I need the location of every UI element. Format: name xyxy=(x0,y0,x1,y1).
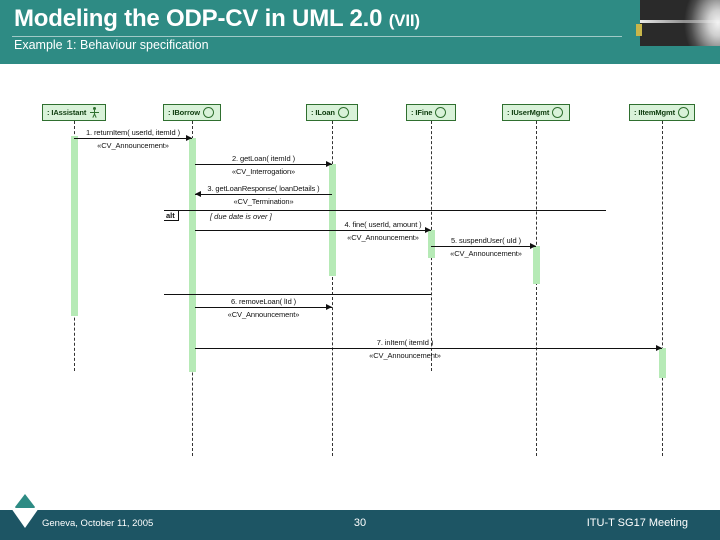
slide-header: Modeling the ODP-CV in UML 2.0 (VII) Exa… xyxy=(0,0,720,64)
message-label-6: 6. removeLoan( lId ) xyxy=(230,297,297,306)
message-stereotype-6: «CV_Announcement» xyxy=(227,310,300,319)
lifeline-head-iitemmgmt[interactable]: : IItemMgmt xyxy=(629,104,695,121)
interface-circle-icon xyxy=(337,107,349,118)
slide-footer: Geneva, October 11, 2005 30 ITU-T SG17 M… xyxy=(0,510,720,540)
activation-bar-iloan xyxy=(328,164,336,276)
interface-circle-icon xyxy=(552,107,564,118)
lifeline-head-iborrow[interactable]: : IBorrow xyxy=(163,104,221,121)
lifeline-iusermgmt xyxy=(536,121,537,456)
message-arrowhead-1 xyxy=(186,134,192,141)
sequence-diagram-canvas: : IAssistant : IBorrow : ILoan : IFine :… xyxy=(0,64,720,488)
message-arrow-2 xyxy=(195,164,332,165)
header-image-glint xyxy=(640,20,720,23)
footer-meeting-name: ITU-T SG17 Meeting xyxy=(586,517,688,529)
message-arrowhead-6 xyxy=(326,303,332,310)
interface-circle-icon xyxy=(677,107,689,118)
message-stereotype-7: «CV_Announcement» xyxy=(369,351,441,360)
message-stereotype-1: «CV_Announcement» xyxy=(97,141,169,150)
message-arrowhead-3 xyxy=(195,190,201,197)
activation-bar-iusermgmt xyxy=(532,246,540,284)
fragment-operator-alt: alt xyxy=(164,211,179,221)
message-arrowhead-4 xyxy=(425,226,431,233)
fragment-separator-border xyxy=(164,294,431,295)
logo-diamond-cutout xyxy=(11,508,39,528)
lifeline-label: : IAssistant xyxy=(47,108,87,117)
lifeline-label: : IFine xyxy=(411,108,433,117)
message-arrow-7 xyxy=(195,348,662,349)
header-background xyxy=(0,0,640,64)
lifeline-head-iloan[interactable]: : ILoan xyxy=(306,104,358,121)
message-arrow-1 xyxy=(74,138,192,139)
lifeline-iitemmgmt xyxy=(662,121,663,456)
lifeline-label: : IUserMgmt xyxy=(507,108,550,117)
lifeline-label: : IItemMgmt xyxy=(634,108,675,117)
message-stereotype-5: «CV_Announcement» xyxy=(450,249,522,258)
page-title: Modeling the ODP-CV in UML 2.0 (VII) xyxy=(14,5,420,33)
message-arrowhead-2 xyxy=(326,160,332,167)
page-title-main: Modeling the ODP-CV in UML 2.0 xyxy=(14,5,383,32)
itu-diamond-logo xyxy=(11,494,39,534)
header-accent-mark xyxy=(636,24,642,36)
interface-circle-icon xyxy=(203,107,215,118)
message-label-1: 1. returnItem( userId, itemId ) xyxy=(85,128,181,137)
footer-page-number: 30 xyxy=(353,517,367,529)
message-label-5: 5. suspendUser( uId ) xyxy=(450,236,522,245)
header-divider xyxy=(12,36,622,37)
lifeline-head-ifine[interactable]: : IFine xyxy=(406,104,456,121)
message-label-3: 3. getLoanResponse( loanDetails ) xyxy=(207,184,320,193)
message-arrowhead-7 xyxy=(656,344,662,351)
message-arrow-3 xyxy=(195,194,332,195)
page-subtitle: Example 1: Behaviour specification xyxy=(14,38,209,52)
activation-bar-iborrow xyxy=(188,138,196,372)
lifeline-label: : IBorrow xyxy=(168,108,201,117)
activation-bar-ifine xyxy=(427,230,435,258)
footer-location-date: Geneva, October 11, 2005 xyxy=(42,518,154,529)
lifeline-iloan xyxy=(332,121,333,456)
logo-diamond-top xyxy=(15,494,35,507)
actor-icon xyxy=(89,107,99,118)
interface-circle-icon xyxy=(435,107,447,118)
message-arrow-5 xyxy=(431,246,536,247)
message-label-2: 2. getLoan( itemId ) xyxy=(231,154,296,163)
message-stereotype-3: «CV_Termination» xyxy=(233,197,294,206)
activation-bar-iitemmgmt xyxy=(658,348,666,378)
fragment-guard-condition: [ due date is over ] xyxy=(210,212,272,221)
activation-bar-iassistant xyxy=(70,136,78,316)
message-arrow-4 xyxy=(195,230,431,231)
message-stereotype-4: «CV_Announcement» xyxy=(347,233,419,242)
fragment-top-border xyxy=(164,210,606,211)
header-decorative-image xyxy=(640,0,720,46)
message-arrow-6 xyxy=(195,307,332,308)
lifeline-head-iassistant[interactable]: : IAssistant xyxy=(42,104,106,121)
message-stereotype-2: «CV_Interrogation» xyxy=(231,167,296,176)
lifeline-head-iusermgmt[interactable]: : IUserMgmt xyxy=(502,104,570,121)
page-title-suffix: (VII) xyxy=(388,11,420,30)
message-arrowhead-5 xyxy=(530,242,536,249)
message-label-4: 4. fine( userId, amount ) xyxy=(344,220,422,229)
message-label-7: 7. inItem( itemId ) xyxy=(376,338,434,347)
lifeline-label: : ILoan xyxy=(311,108,335,117)
